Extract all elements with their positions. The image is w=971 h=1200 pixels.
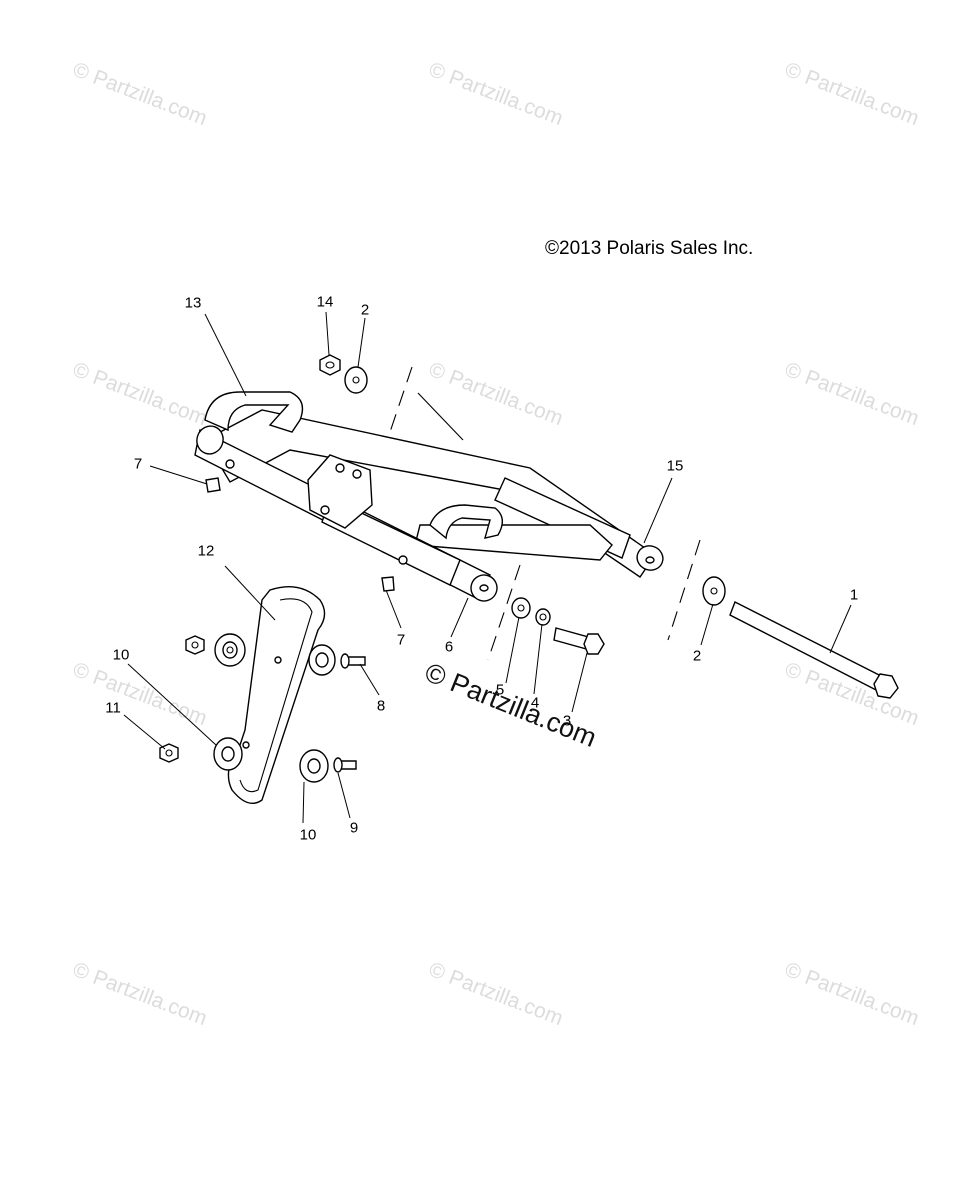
washer: [344, 366, 368, 394]
bolt: [333, 757, 357, 773]
callout-5: 5: [495, 681, 505, 699]
callout-12: 12: [197, 542, 215, 560]
washer: [702, 576, 726, 606]
bushing: [308, 644, 336, 676]
callout-1: 1: [849, 586, 859, 604]
callout-9: 9: [349, 819, 359, 837]
callout-7: 7: [396, 631, 406, 649]
nut: [319, 354, 341, 376]
callout-6: 6: [444, 638, 454, 656]
swing-arm-frame: [194, 391, 664, 602]
callout-7: 7: [133, 455, 143, 473]
callout-10: 10: [299, 826, 317, 844]
callout-13: 13: [184, 294, 202, 312]
bushing: [213, 737, 243, 771]
through-bolt: [729, 601, 899, 699]
callout-14: 14: [316, 293, 334, 311]
callout-10: 10: [112, 646, 130, 664]
leader-lines: [123, 311, 852, 824]
copyright-notice: ©2013 Polaris Sales Inc.: [545, 238, 754, 259]
callout-15: 15: [666, 457, 684, 475]
callout-4: 4: [530, 694, 540, 712]
bushing: [299, 749, 329, 783]
callout-2: 2: [360, 301, 370, 319]
lock-washer: [535, 608, 551, 626]
nut: [185, 635, 205, 655]
grease-fitting: [205, 477, 395, 592]
callout-11: 11: [105, 699, 121, 717]
bolt: [340, 653, 366, 669]
bushing: [214, 633, 246, 667]
bolt: [553, 627, 605, 655]
washer: [511, 597, 531, 619]
callout-2: 2: [692, 647, 702, 665]
callout-3: 3: [562, 712, 572, 730]
callout-8: 8: [376, 697, 386, 715]
alignment-lines: [389, 366, 701, 661]
